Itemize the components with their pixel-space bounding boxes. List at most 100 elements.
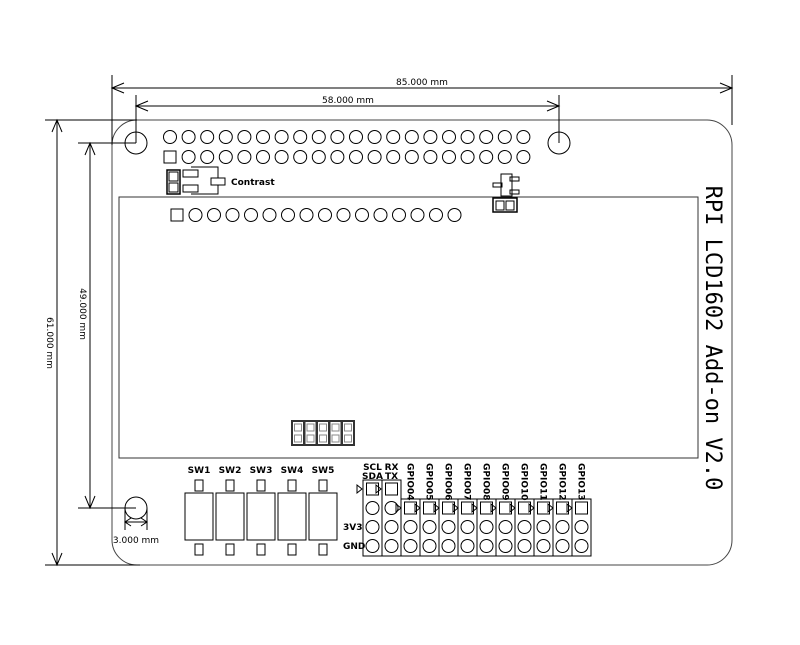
gpio-pin: [498, 539, 513, 553]
gpio-pin: [441, 520, 456, 534]
gpio-header-pin: [218, 130, 233, 144]
header-pin: [385, 482, 398, 496]
gpio-pin: [499, 501, 512, 515]
dimension-3mm: [124, 508, 148, 530]
dimension-58mm: [134, 95, 561, 143]
dim-label-85mm: 85.000 mm: [396, 78, 448, 88]
lcd-pin: [207, 208, 221, 222]
lcd-pin: [188, 208, 203, 222]
gpio-pin: [517, 539, 532, 553]
gpio-header-pin: [367, 130, 382, 144]
gpio-pin: [460, 539, 475, 553]
connector-pin: [291, 420, 305, 446]
dimension-85mm: [110, 75, 734, 145]
gpio-pin: [460, 520, 475, 534]
gpio-header-pin: [256, 150, 270, 164]
contrast-potentiometer: [166, 166, 226, 195]
lcd-pin: [281, 208, 295, 222]
connector-pin: [316, 420, 330, 446]
gpio-header-pin: [349, 130, 363, 144]
gpio-header-pin: [497, 130, 512, 144]
lcd-pin: [318, 208, 332, 222]
switch-label: SW5: [312, 466, 335, 476]
gpio-pin: [555, 520, 570, 534]
dim-label-3mm: 3.000 mm: [113, 536, 159, 546]
gpio-label: GPIO06: [443, 463, 453, 501]
gpio-pin: [574, 539, 589, 553]
switch-pad: [256, 543, 266, 556]
gpio-label: GPIO04: [405, 463, 415, 501]
gpio-header-pin: [479, 130, 494, 144]
gpio-pin: [537, 501, 550, 515]
dim-label-61mm: 61.000 mm: [44, 317, 54, 369]
gpio-pin: [422, 520, 437, 534]
lcd-pin: [373, 208, 388, 222]
gpio-header-pin: [274, 130, 289, 144]
gpio-header-pin: [311, 130, 326, 144]
contrast-label: Contrast: [231, 178, 275, 188]
gpio-header-pin: [163, 150, 177, 164]
header-label-bottom: TX: [385, 472, 398, 482]
header-pin: [384, 520, 399, 534]
gpio-pin: [555, 539, 570, 553]
header-pin: [384, 539, 399, 553]
gpio-header-pin: [423, 130, 438, 144]
gpio-pin: [517, 520, 532, 534]
header-label-bottom: SDA: [362, 472, 383, 482]
gpio-header-pin: [386, 130, 401, 144]
gpio-pin: [461, 501, 474, 515]
lcd-pin: [244, 208, 258, 222]
header-pin: [365, 501, 380, 515]
gpio-pin: [574, 520, 589, 534]
lcd-pin: [336, 208, 351, 222]
switch-pad: [287, 543, 297, 556]
gpio-pin: [498, 520, 513, 534]
switch-sw5: [308, 492, 338, 541]
header-label-top: RX: [385, 463, 399, 473]
switch-label: SW4: [281, 466, 304, 476]
gpio-header-pin: [163, 130, 177, 144]
gpio-pin: [423, 501, 436, 515]
gpio-header-pin: [442, 130, 456, 144]
gpio-pin: [536, 520, 551, 534]
lcd-pin: [262, 208, 277, 222]
switch-pad: [287, 479, 297, 492]
gpio-pin: [403, 539, 418, 553]
switch-sw1: [184, 492, 214, 541]
dimension-61mm: [45, 118, 140, 567]
switch-pad: [225, 479, 235, 492]
board-title: RPI LCD1602 Add-on V2.0: [700, 186, 725, 491]
gpio-header-pin: [237, 130, 252, 144]
switch-sw2: [215, 492, 245, 541]
gpio-header-pin: [274, 150, 289, 164]
connector-pin: [341, 420, 355, 446]
gpio-header-pin: [237, 150, 252, 164]
gpio-header-pin: [293, 150, 308, 164]
gpio-header-pin: [423, 150, 438, 164]
gpio-pin: [404, 501, 417, 515]
gpio-pin: [442, 501, 455, 515]
gpio-label: GPIO10: [519, 463, 529, 501]
dim-label-49mm: 49.000 mm: [77, 288, 87, 340]
gpio-label: GPIO12: [557, 463, 567, 501]
switch-pad: [256, 479, 266, 492]
gpio-header-pin: [218, 150, 233, 164]
gpio-pin: [479, 520, 494, 534]
gpio-pin: [441, 539, 456, 553]
gpio-header-pin: [497, 150, 512, 164]
gpio-label: GPIO09: [500, 463, 510, 501]
gpio-pin: [536, 539, 551, 553]
gpio-header-pin: [349, 150, 363, 164]
gpio-header-pin: [404, 150, 419, 164]
switch-pad: [318, 543, 328, 556]
switch-label: SW3: [250, 466, 273, 476]
gpio-header-pin: [479, 150, 494, 164]
gpio-header-pin: [330, 130, 345, 144]
gpio-pin: [518, 501, 531, 515]
gpio-label: GPIO13: [576, 463, 586, 501]
gpio-header-pin: [460, 130, 475, 144]
switch-label: SW1: [188, 466, 211, 476]
lcd-pin: [170, 208, 184, 222]
gpio-header-pin: [386, 150, 401, 164]
dim-label-58mm: 58.000 mm: [322, 96, 374, 106]
